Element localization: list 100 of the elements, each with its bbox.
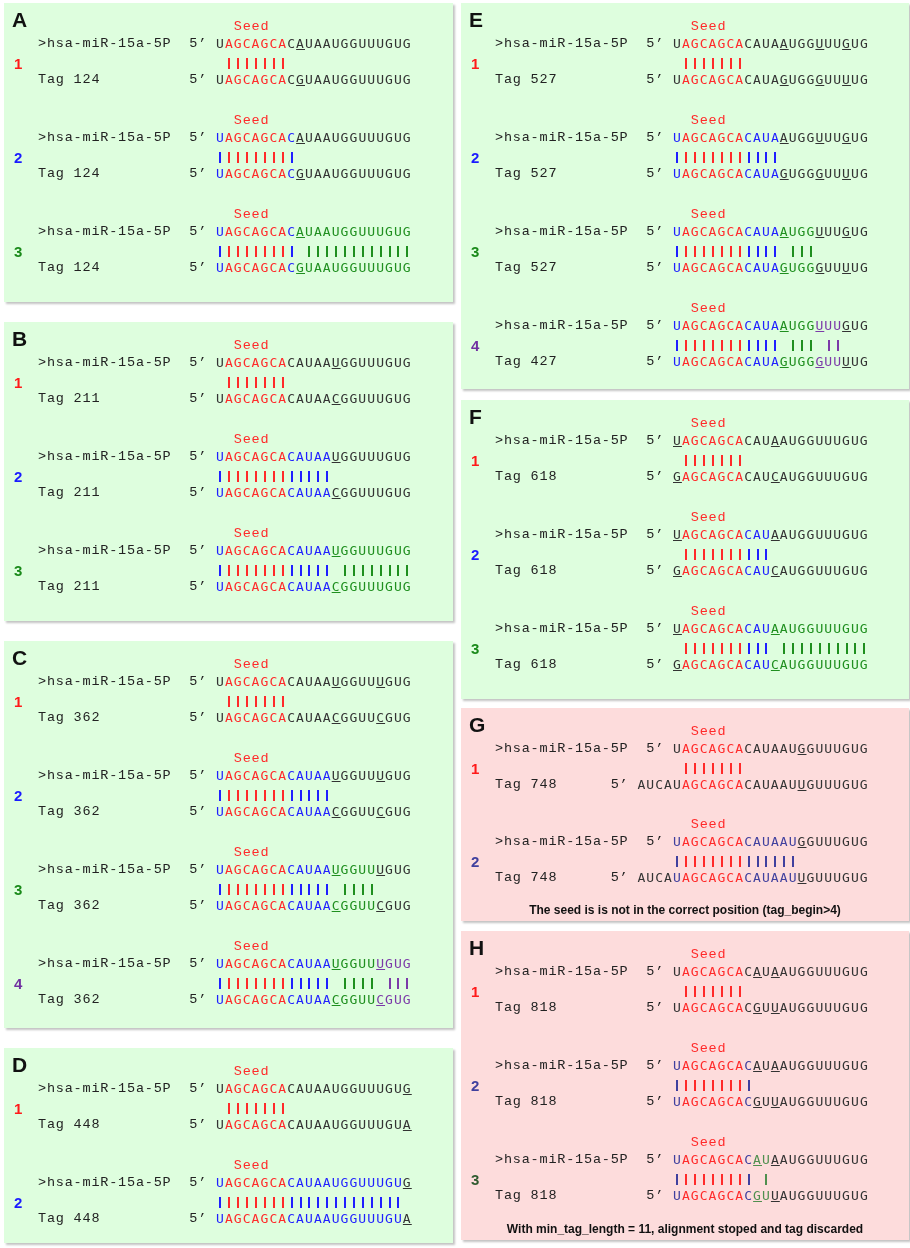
tag-name: Tag 818 [495,1188,558,1204]
tag-sequence: UAGCAGCACAUAACGGUUUGUG [216,485,412,501]
panel-letter: G [469,713,486,737]
five-prime-label: 5’ [189,449,208,465]
seed-label: Seed [690,724,727,740]
tag-sequence: UAGCAGCACAUAACGGUUUGUG [216,391,412,407]
tag-sequence: AUCAUAGCAGCACAUAAUUGUUUGUG [637,870,869,886]
sequence-name: >hsa-miR-15a-5P [495,130,629,146]
tag-name: Tag 618 [495,469,558,485]
sequence-name: >hsa-miR-15a-5P [38,36,172,52]
tag-name: Tag 527 [495,260,558,276]
five-prime-label: 5’ [189,36,208,52]
five-prime-label: 5’ [189,674,208,690]
five-prime-label: 5’ [189,543,208,559]
step-number: 3 [14,562,23,580]
seed-label: Seed [690,947,727,963]
step-number: 2 [471,1077,480,1095]
mirna-sequence: UAGCAGCACAUAAUGGUUUGUG [673,1058,869,1074]
five-prime-label: 5’ [189,862,208,878]
seed-label: Seed [233,657,270,673]
sequence-name: >hsa-miR-15a-5P [38,224,172,240]
sequence-name: >hsa-miR-15a-5P [495,224,629,240]
five-prime-label: 5’ [646,834,665,850]
alignment-panel [461,931,909,1240]
five-prime-label: 5’ [646,354,665,370]
tag-sequence: UAGCAGCACAUAACGGUUCGUG [216,804,412,820]
step-number: 1 [14,693,23,711]
sequence-name: >hsa-miR-15a-5P [495,621,629,637]
five-prime-label: 5’ [189,804,208,820]
step-number: 3 [471,243,480,261]
tag-name: Tag 211 [38,485,101,501]
sequence-name: >hsa-miR-15a-5P [38,862,172,878]
five-prime-label: 5’ [189,579,208,595]
tag-sequence: GAGCAGCACAUCAUGGUUUGUG [673,469,869,485]
five-prime-label: 5’ [189,485,208,501]
step-number: 2 [471,853,480,871]
alignment-panel [4,641,453,1028]
tag-sequence: UAGCAGCACAUAGUGGGUUUUG [673,166,869,182]
five-prime-label: 5’ [189,1081,208,1097]
tag-sequence: UAGCAGCACAUAAUGGUUUGUA [216,1117,412,1133]
five-prime-label: 5’ [646,433,665,449]
seed-label: Seed [690,510,727,526]
five-prime-label: 5’ [189,130,208,146]
step-number: 4 [14,975,23,993]
five-prime-label: 5’ [189,391,208,407]
tag-sequence: GAGCAGCACAUCAUGGUUUGUG [673,563,869,579]
five-prime-label: 5’ [189,260,208,276]
tag-sequence: UAGCAGCACAUAACGGUUCGUG [216,898,412,914]
five-prime-label: 5’ [646,166,665,182]
tag-name: Tag 748 [495,870,558,886]
tag-name: Tag 362 [38,992,101,1008]
five-prime-label: 5’ [646,130,665,146]
alignment-panel [4,322,453,621]
step-number: 2 [14,1194,23,1212]
mirna-sequence: UAGCAGCACAUAAUGGUUUGUG [673,527,869,543]
mirna-sequence: UAGCAGCACAUAAUGGUUUGUG [673,741,869,757]
seed-label: Seed [690,301,727,317]
five-prime-label: 5’ [646,1152,665,1168]
step-number: 3 [471,640,480,658]
seed-label: Seed [233,338,270,354]
seed-label: Seed [690,19,727,35]
tag-sequence: UAGCAGCACGUUAUGGUUUGUG [673,1188,869,1204]
tag-sequence: UAGCAGCACAUAGUGGGUUUUG [673,354,869,370]
tag-sequence: UAGCAGCACGUAAUGGUUUGUG [216,166,412,182]
seed-label: Seed [690,604,727,620]
tag-name: Tag 211 [38,391,101,407]
seed-label: Seed [233,113,270,129]
mirna-sequence: UAGCAGCACAUAAUGGUUUGUG [216,956,412,972]
tag-name: Tag 211 [38,579,101,595]
panel-letter: C [12,646,28,670]
five-prime-label: 5’ [189,1117,208,1133]
alignment-panel [4,1048,453,1243]
seed-label: Seed [690,817,727,833]
step-number: 3 [471,1171,480,1189]
mirna-sequence: UAGCAGCACAUAAUGGUUUGUG [673,834,869,850]
sequence-name: >hsa-miR-15a-5P [495,964,629,980]
tag-name: Tag 124 [38,166,101,182]
five-prime-label: 5’ [646,36,665,52]
sequence-name: >hsa-miR-15a-5P [38,1175,172,1191]
panel-letter: D [12,1053,28,1077]
step-number: 3 [14,243,23,261]
panel-letter: A [12,8,28,32]
seed-label: Seed [233,1158,270,1174]
alignment-panel [4,3,453,302]
tag-name: Tag 618 [495,563,558,579]
sequence-name: >hsa-miR-15a-5P [38,768,172,784]
five-prime-label: 5’ [646,964,665,980]
mirna-sequence: UAGCAGCACAUAAUGGUUUGUG [216,355,412,371]
five-prime-label: 5’ [189,1175,208,1191]
step-number: 3 [14,881,23,899]
sequence-name: >hsa-miR-15a-5P [38,130,172,146]
mirna-sequence: UAGCAGCACAUAAUGGUUUGUG [216,449,412,465]
tag-sequence: UAGCAGCACAUAACGGUUCGUG [216,992,412,1008]
seed-label: Seed [233,207,270,223]
five-prime-label: 5’ [610,870,629,886]
step-number: 1 [14,1100,23,1118]
tag-name: Tag 448 [38,1211,101,1227]
seed-label: Seed [233,845,270,861]
five-prime-label: 5’ [646,72,665,88]
five-prime-label: 5’ [189,166,208,182]
